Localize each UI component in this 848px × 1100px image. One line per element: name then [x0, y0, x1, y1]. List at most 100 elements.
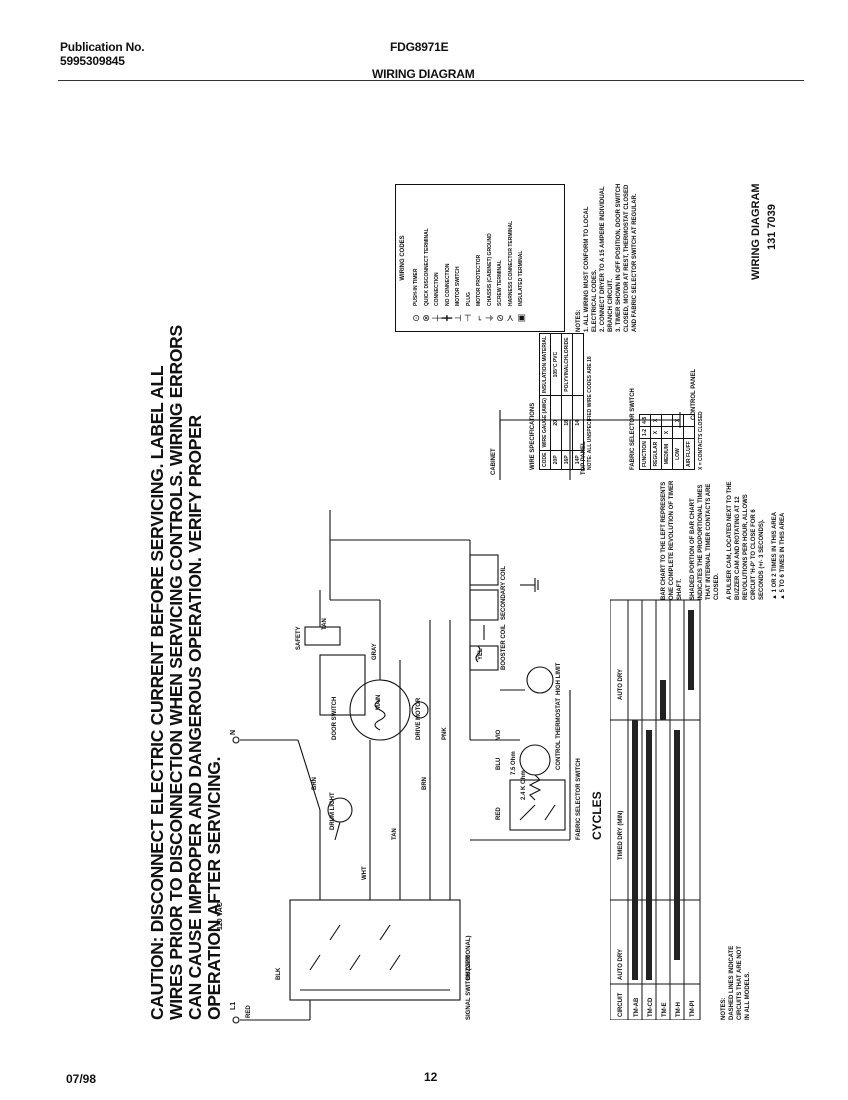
table-cell [683, 414, 695, 427]
svg-text:WHT: WHT [362, 866, 368, 880]
wire-specs-title: WIRE SPECIFICATIONS [530, 402, 536, 470]
legend-label: MOTOR PROTECTOR [476, 254, 483, 306]
insulated-terminal-icon: ▣ [515, 313, 526, 323]
table-header: 1-2 [639, 426, 651, 439]
legend-row: ≻HARNESS CONNECTOR TERMINAL [505, 191, 517, 325]
legend-row: ┼ CONNECTION [432, 191, 443, 325]
push-in-timer-icon: ⊙ [410, 314, 421, 322]
svg-text:N: N [230, 730, 237, 735]
publication-number: 5995309845 [60, 54, 125, 68]
note-line: IN ALL MODELS. [745, 972, 751, 1020]
table-header: CODE [539, 450, 551, 470]
svg-text:CONTROL PANEL: CONTROL PANEL [691, 369, 697, 420]
table-cell: X [661, 426, 673, 439]
wire-specs-footnote: NOTE: ALL UNSPECIFIED WIRE CODES ARE 18 [587, 356, 593, 470]
cycles-header: AUTO DRY [618, 669, 624, 700]
svg-text:FABRIC SELECTOR SWITCH: FABRIC SELECTOR SWITCH [576, 758, 582, 840]
table-row: AIR FLUFF [683, 414, 695, 470]
footer-date: 07/98 [66, 1072, 97, 1086]
svg-text:VIO: VIO [496, 729, 502, 740]
cycles-title: CYCLES [590, 791, 604, 840]
table-cell: 14P [572, 450, 584, 470]
table-cell: MEDIUM [661, 438, 673, 470]
table-cell: 16P [561, 450, 573, 470]
diagram-title: WIRING DIAGRAM [750, 183, 762, 280]
harness-connector-icon: ≻ [505, 314, 516, 322]
dashed-line-notes: NOTES: DASHED LINES INDICATE CIRCUITS TH… [720, 900, 752, 1020]
page-number: 12 [424, 1070, 438, 1084]
legend-label: QUICK DISCONNECT TERMINAL [423, 228, 430, 306]
legend-label: INSULATED TERMINAL [518, 250, 525, 306]
legend-label: PUSH-IN TIMER [413, 268, 420, 307]
chart-note: A PULSER CAM, LOCATED NEXT TO THE BUZZER… [727, 481, 765, 600]
table-cell [572, 333, 584, 396]
publication-label: Publication No. [60, 40, 145, 54]
svg-text:SECONDARY COIL: SECONDARY COIL [501, 566, 507, 620]
wiring-codes-title: WIRING CODES [400, 235, 406, 281]
wiring-codes-legend: WIRING CODES ⊙PUSH-IN TIMER ⊗QUICK DISCO… [395, 184, 565, 332]
connection-icon: ┼ [432, 314, 443, 322]
svg-text:BOOSTER COIL: BOOSTER COIL [501, 624, 507, 670]
legend-label: CONNECTION [434, 272, 441, 306]
svg-text:7.5 Ohm: 7.5 Ohm [511, 751, 517, 775]
svg-text:HIGH LIMIT: HIGH LIMIT [556, 662, 562, 695]
cycles-circuit: TM-AB [634, 997, 640, 1017]
legend-row: ╋ NO CONNECTION [442, 191, 454, 325]
table-cell: 18 [561, 395, 573, 451]
notes-title: NOTES: [576, 309, 582, 332]
svg-text:BRN: BRN [422, 777, 428, 790]
table-cell: X [650, 426, 662, 439]
svg-text:RED: RED [246, 1005, 252, 1018]
table-header: FUNCTION [639, 438, 651, 470]
svg-text:BLU: BLU [496, 758, 502, 770]
legend-row: ▣ INSULATED TERMINAL [516, 191, 527, 325]
svg-text:YEL: YEL [478, 648, 484, 660]
svg-text:DRUM LIGHT: DRUM LIGHT [330, 792, 336, 830]
svg-text:120 VAC: 120 VAC [217, 902, 224, 930]
cycles-circuit: TM-PI [690, 1000, 696, 1017]
svg-text:TOP PANEL: TOP PANEL [581, 441, 587, 475]
table-header: WIRE GAUGE (AWG) [539, 395, 551, 451]
svg-text:MAIN: MAIN [376, 695, 382, 710]
table-cell [683, 426, 695, 439]
cycles-header: AUTO DRY [618, 949, 624, 980]
svg-text:TAN: TAN [392, 828, 398, 840]
note-line: NOTES: [721, 997, 727, 1020]
cycles-header: CIRCUIT [618, 992, 624, 1017]
screw-terminal-icon: ⊘ [494, 314, 505, 322]
legend-row: ⊣PLUG [463, 191, 475, 325]
wiring-notes: NOTES: 1. ALL WIRING MUST CONFORM TO LOC… [575, 182, 639, 332]
page-title: WIRING DIAGRAM [372, 67, 475, 81]
svg-text:PNK: PNK [442, 727, 448, 740]
legend-label: NO CONNECTION [444, 263, 451, 307]
table-cell: 105°C PVC [550, 333, 562, 396]
motor-switch-icon: ⊥ [452, 314, 463, 322]
svg-text:DRIVE MOTOR: DRIVE MOTOR [416, 697, 422, 740]
fabric-selector-footnote: X = CONTACTS CLOSED [698, 411, 704, 470]
legend-label: MOTOR SWITCH [455, 266, 462, 306]
table-cell: 20P [550, 450, 562, 470]
table-cell [661, 414, 673, 427]
cycles-chart: CIRCUIT AUTO DRY TIMED DRY (MIN) AUTO DR… [610, 599, 701, 1020]
chart-note-text: 5 TO 6 TIMES IN THIS AREA [780, 512, 786, 593]
cycles-circuit: TM-E [662, 1002, 668, 1017]
note-item: 2. CONNECT DRYER TO A 15 AMPERE INDIVIDU… [600, 186, 614, 332]
no-connection-icon: ╋ [442, 315, 453, 321]
svg-text:CABINET: CABINET [491, 448, 497, 475]
chart-note: ▲ 5 TO 6 TIMES IN THIS AREA [780, 512, 786, 600]
svg-text:TAN: TAN [322, 618, 328, 630]
svg-text:RED: RED [496, 807, 502, 820]
table-cell: LOW [672, 438, 684, 470]
legend-row: ⊘SCREW TERMINAL [495, 191, 506, 325]
legend-row: ⏚CHASSIS (CABINET) GROUND [485, 191, 495, 325]
cycles-circuit: TM-CD [648, 997, 654, 1017]
table-cell [672, 426, 684, 439]
legend-row: ⌐MOTOR PROTECTOR [474, 191, 485, 325]
table-cell: REGULAR [650, 438, 662, 470]
